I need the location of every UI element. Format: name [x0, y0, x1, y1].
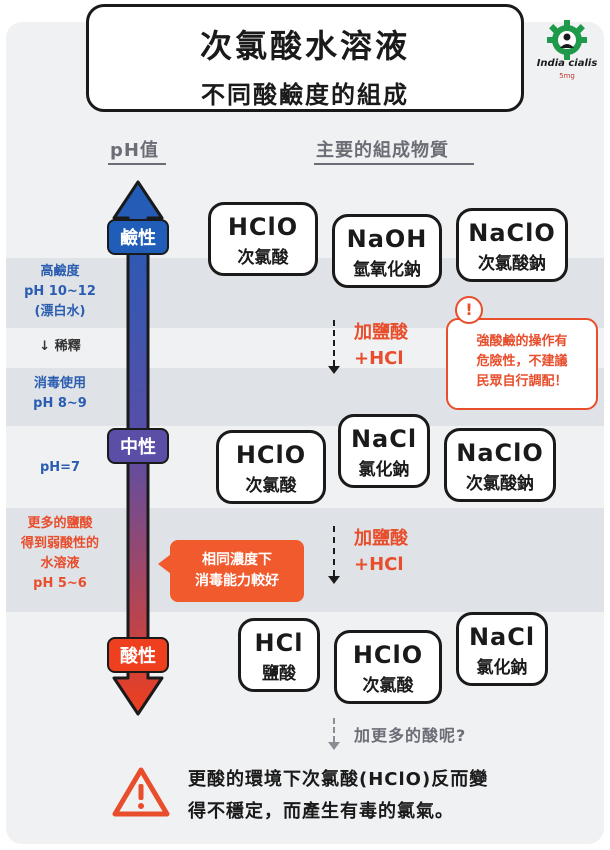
bottom-line-1: 更酸的環境下次氯酸(HClO)反而變 [188, 769, 489, 790]
bottom-line-2: 得不穩定，而產生有毒的氯氣。 [188, 801, 454, 822]
callout-line-1: 相同濃度下 [202, 552, 272, 568]
neutral-ph-label: pH=7 [39, 460, 81, 475]
add-acid-line-1: 加鹽酸 [354, 528, 408, 549]
chem-formula: HCl [254, 629, 304, 657]
logo: India cialis 5mg [534, 20, 600, 92]
callout-pointer [158, 554, 171, 574]
weak-acid-line-1: 更多的鹽酸 [27, 516, 93, 531]
add-acid-label-1: 加鹽酸 +HCl [354, 320, 408, 372]
title-sub: 不同酸鹼度的組成 [201, 81, 409, 109]
warning-line-3: 民眾自行調配！ [476, 374, 568, 389]
title-main: 次氯酸水溶液 [199, 27, 410, 65]
ph-column-header: pH值 [110, 140, 159, 161]
ph-header-underline [108, 163, 166, 165]
chem-formula: HClO [235, 441, 307, 469]
chem-card-nacl: NaCl 氯化鈉 [456, 612, 548, 686]
dashed-arrowhead-3 [328, 742, 340, 750]
chem-formula: HClO [227, 213, 299, 241]
warning-box: 強酸鹼的操作有 危險性，不建議 民眾自行調配！ [446, 318, 598, 410]
warning-line-1: 強酸鹼的操作有 [476, 334, 568, 349]
title-box: 次氯酸水溶液 不同酸鹼度的組成 [86, 4, 524, 112]
chem-card-naoh: NaOH 氫氧化鈉 [332, 214, 442, 288]
chem-card-nacl: NaCl 氯化鈉 [338, 414, 430, 488]
dashed-arrowhead-1 [328, 366, 340, 374]
high-alkaline-label: 高鹼度 pH 10~12 (漂白水) [12, 262, 108, 322]
chem-formula: NaClO [468, 219, 556, 247]
chem-card-hcl: HCl 鹽酸 [238, 618, 320, 692]
chem-formula: HClO [352, 641, 424, 669]
chem-card-naclo: NaClO 次氯酸鈉 [444, 428, 556, 502]
neutral-label: 中性 [107, 428, 169, 464]
dilute-label: ↓ 稀釋 [39, 339, 81, 354]
dashed-arrow-3 [333, 718, 337, 742]
add-acid-line-2: +HCl [354, 554, 404, 575]
bottom-warning-text: 更酸的環境下次氯酸(HClO)反而變 得不穩定，而產生有毒的氯氣。 [188, 764, 488, 828]
chem-name: 鹽酸 [262, 664, 296, 684]
logo-sub: 5mg [559, 72, 575, 80]
chem-card-hclo: HClO 次氯酸 [334, 630, 442, 704]
disinfect-line-2: pH 8~9 [33, 396, 87, 411]
warning-line-2: 危險性，不建議 [476, 354, 568, 369]
exclamation-icon: ! [455, 296, 483, 324]
chem-name: 次氯酸鈉 [478, 254, 546, 274]
dashed-arrow-1 [333, 320, 337, 366]
efficacy-callout: 相同濃度下 消毒能力較好 [170, 540, 304, 602]
high-alkaline-line-2: pH 10~12 [24, 284, 96, 299]
chem-card-hclo: HClO 次氯酸 [216, 430, 326, 504]
dashed-arrowhead-2 [328, 576, 340, 584]
add-acid-line-2: +HCl [354, 348, 404, 369]
gear-logo-icon [547, 20, 587, 60]
composition-header-underline [314, 163, 474, 165]
high-alkaline-line-3: (漂白水) [34, 304, 86, 319]
chem-name: 次氯酸 [237, 248, 289, 268]
band-weak-acid [6, 508, 604, 612]
chem-formula: NaClO [456, 439, 544, 467]
weak-acid-line-2: 得到弱酸性的 [20, 536, 99, 551]
logo-text: India cialis [536, 58, 598, 69]
callout-line-2: 消毒能力較好 [195, 573, 279, 589]
chem-card-naclo: NaClO 次氯酸鈉 [456, 208, 568, 282]
acidic-label: 酸性 [107, 637, 169, 673]
composition-column-header: 主要的組成物質 [316, 140, 449, 161]
alkaline-label: 鹼性 [107, 219, 169, 255]
high-alkaline-line-1: 高鹼度 [40, 264, 80, 279]
warning-triangle-icon [112, 767, 170, 817]
chem-formula: NaCl [468, 623, 536, 651]
chem-name: 次氯酸 [245, 476, 297, 496]
dashed-arrow-2 [333, 526, 337, 576]
weak-acid-line-4: pH 5~6 [33, 576, 87, 591]
chem-name: 氯化鈉 [476, 658, 528, 678]
chem-card-hclo: HClO 次氯酸 [208, 202, 318, 276]
chem-name: 次氯酸鈉 [466, 474, 534, 494]
weak-acid-line-3: 水溶液 [40, 556, 80, 571]
add-acid-line-1: 加鹽酸 [354, 322, 408, 343]
chem-name: 氫氧化鈉 [353, 260, 421, 280]
chem-name: 次氯酸 [362, 676, 414, 696]
chem-formula: NaOH [346, 225, 428, 253]
weak-acid-label: 更多的鹽酸 得到弱酸性的 水溶液 pH 5~6 [12, 514, 108, 594]
add-acid-label-2: 加鹽酸 +HCl [354, 526, 408, 578]
chem-formula: NaCl [350, 425, 418, 453]
disinfect-label: 消毒使用 pH 8~9 [12, 374, 108, 414]
more-acid-question: 加更多的酸呢? [354, 726, 467, 745]
disinfect-line-1: 消毒使用 [33, 376, 86, 391]
chem-name: 氯化鈉 [358, 460, 410, 480]
